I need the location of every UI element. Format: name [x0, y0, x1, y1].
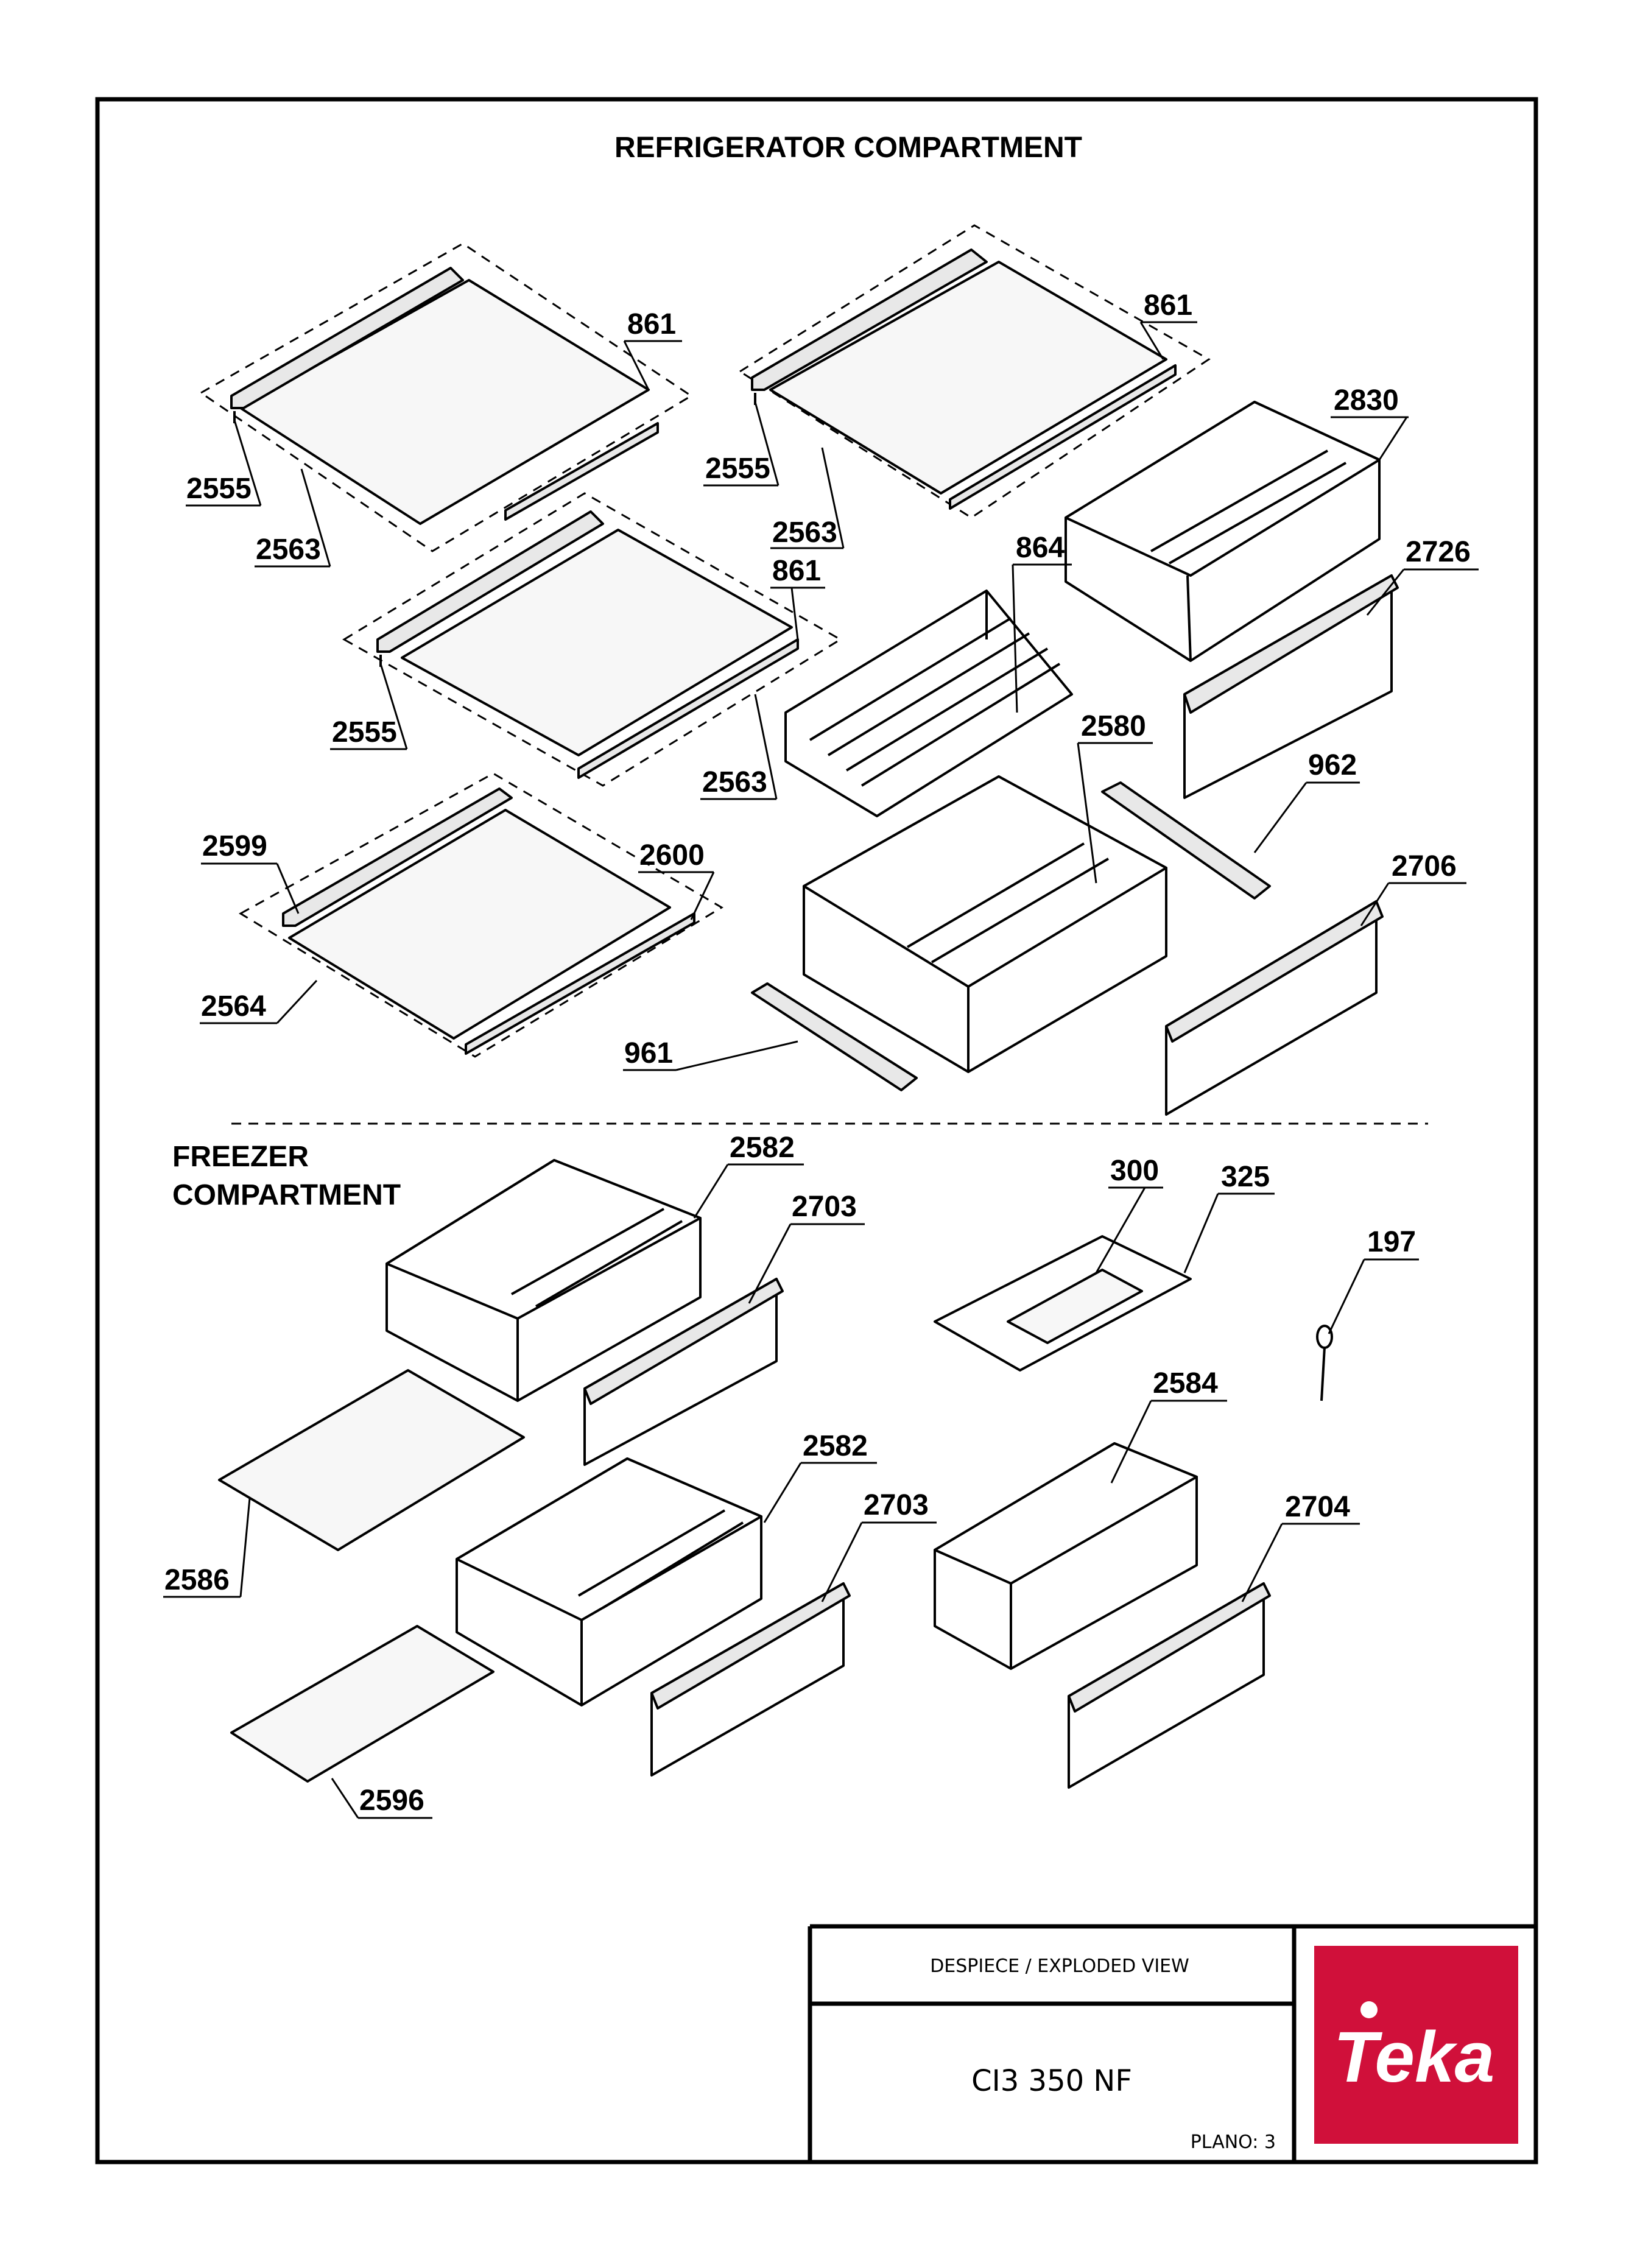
svg-text:2596: 2596 [359, 1784, 424, 1817]
freezer-heading-line1: FREEZER [172, 1141, 309, 1173]
svg-text:2582: 2582 [730, 1132, 795, 1164]
glass-divider-upper [218, 1369, 525, 1551]
callout-2586: 2586 [163, 1498, 251, 1598]
callout-2596: 2596 [331, 1778, 432, 1819]
callout-300: 300 [1095, 1155, 1163, 1273]
title-block-sheet: PLANO: 3 [1191, 2132, 1276, 2153]
svg-text:325: 325 [1221, 1161, 1270, 1193]
freezer-drawer-bottom [934, 1442, 1198, 1670]
svg-text:961: 961 [624, 1037, 673, 1069]
callout-2563-a: 2563 [255, 468, 331, 568]
callout-962: 962 [1253, 749, 1360, 853]
callout-197: 197 [1328, 1226, 1419, 1334]
svg-text:2726: 2726 [1406, 536, 1471, 568]
svg-text:2600: 2600 [639, 839, 705, 872]
glass-shelf-2 [738, 224, 1211, 519]
teka-logo-wordmark: Teka [1334, 2017, 1495, 2097]
callout-864: 864 [1012, 532, 1072, 713]
callout-2563-c: 2563 [700, 694, 778, 800]
drawer-slide-rails [751, 781, 1271, 1091]
freezer-basket-upper [385, 1159, 702, 1402]
crisper-front-upper [1183, 574, 1399, 799]
teka-logo: Teka [1314, 1946, 1518, 2144]
svg-text:861: 861 [1144, 289, 1192, 322]
callout-2555-c: 2555 [330, 663, 408, 750]
svg-text:962: 962 [1308, 749, 1357, 781]
callout-2582-a: 2582 [693, 1132, 804, 1219]
callout-2830: 2830 [1331, 384, 1409, 460]
crisper-drawer-lower [803, 775, 1167, 1073]
callout-2584: 2584 [1110, 1367, 1227, 1484]
svg-text:2564: 2564 [201, 990, 266, 1023]
svg-text:2584: 2584 [1153, 1367, 1218, 1400]
crisper-front-lower [1165, 900, 1384, 1116]
callout-2555-a: 2555 [186, 420, 262, 507]
svg-text:2555: 2555 [186, 473, 252, 505]
wire-bottle-rack [784, 590, 1073, 817]
svg-text:2555: 2555 [705, 453, 770, 485]
glass-shelf-1 [199, 242, 693, 552]
callout-325: 325 [1183, 1161, 1275, 1273]
refrigerator-heading: REFRIGERATOR COMPARTMENT [614, 132, 1082, 164]
svg-text:864: 864 [1016, 532, 1065, 564]
callout-2563-b: 2563 [770, 447, 845, 549]
svg-text:2830: 2830 [1334, 384, 1399, 417]
freezer-front-lower [650, 1582, 851, 1777]
svg-text:2704: 2704 [1285, 1491, 1350, 1523]
callout-2600: 2600 [638, 839, 715, 920]
svg-text:2555: 2555 [332, 716, 397, 748]
ice-tray [934, 1235, 1192, 1372]
svg-text:861: 861 [627, 308, 676, 340]
svg-text:2580: 2580 [1081, 710, 1146, 742]
callout-2706: 2706 [1360, 850, 1466, 926]
svg-text:2582: 2582 [803, 1430, 868, 1462]
callout-861-a: 861 [623, 308, 682, 390]
callout-2726: 2726 [1366, 536, 1479, 616]
svg-text:861: 861 [772, 555, 821, 587]
teka-logo-background [1314, 1946, 1518, 2144]
title-block: DESPIECE / EXPLODED VIEW CI3 350 NF PLAN… [808, 1924, 1536, 2162]
glass-shelf-3 [342, 492, 842, 787]
callout-2582-b: 2582 [763, 1430, 877, 1523]
freezer-front-bottom [1068, 1582, 1271, 1789]
crisper-drawer-upper [1065, 401, 1381, 662]
callout-2703-b: 2703 [821, 1489, 937, 1602]
svg-text:300: 300 [1110, 1155, 1159, 1187]
callout-2599: 2599 [201, 830, 300, 914]
svg-text:2586: 2586 [164, 1564, 230, 1596]
svg-text:2703: 2703 [864, 1489, 929, 1521]
teka-logo-dot [1360, 2001, 1378, 2018]
freezer-heading-line2: COMPARTMENT [172, 1179, 401, 1211]
svg-text:2599: 2599 [202, 830, 267, 862]
callout-2704: 2704 [1241, 1491, 1360, 1602]
glass-divider-lower [230, 1625, 494, 1783]
ice-scoop-pin [1316, 1325, 1333, 1401]
svg-text:2706: 2706 [1392, 850, 1457, 882]
svg-text:2563: 2563 [256, 534, 321, 566]
svg-text:2563: 2563 [702, 766, 767, 798]
title-block-model: CI3 350 NF [971, 2064, 1132, 2098]
callout-861-b: 861 [1139, 289, 1197, 360]
callout-2555-b: 2555 [703, 401, 780, 487]
title-block-description: DESPIECE / EXPLODED VIEW [930, 1956, 1189, 1977]
freezer-front-upper [583, 1278, 784, 1466]
glass-shelf-4 [239, 772, 723, 1058]
svg-text:197: 197 [1367, 1226, 1416, 1258]
drawing-border [95, 97, 1538, 2164]
callout-861-c: 861 [770, 555, 825, 640]
callout-2703-a: 2703 [748, 1191, 865, 1304]
callout-2580: 2580 [1077, 710, 1153, 884]
svg-text:2703: 2703 [792, 1191, 857, 1223]
svg-text:2563: 2563 [772, 516, 837, 549]
freezer-basket-lower [456, 1457, 762, 1706]
callout-961: 961 [623, 1037, 798, 1071]
callout-2564: 2564 [200, 979, 318, 1024]
